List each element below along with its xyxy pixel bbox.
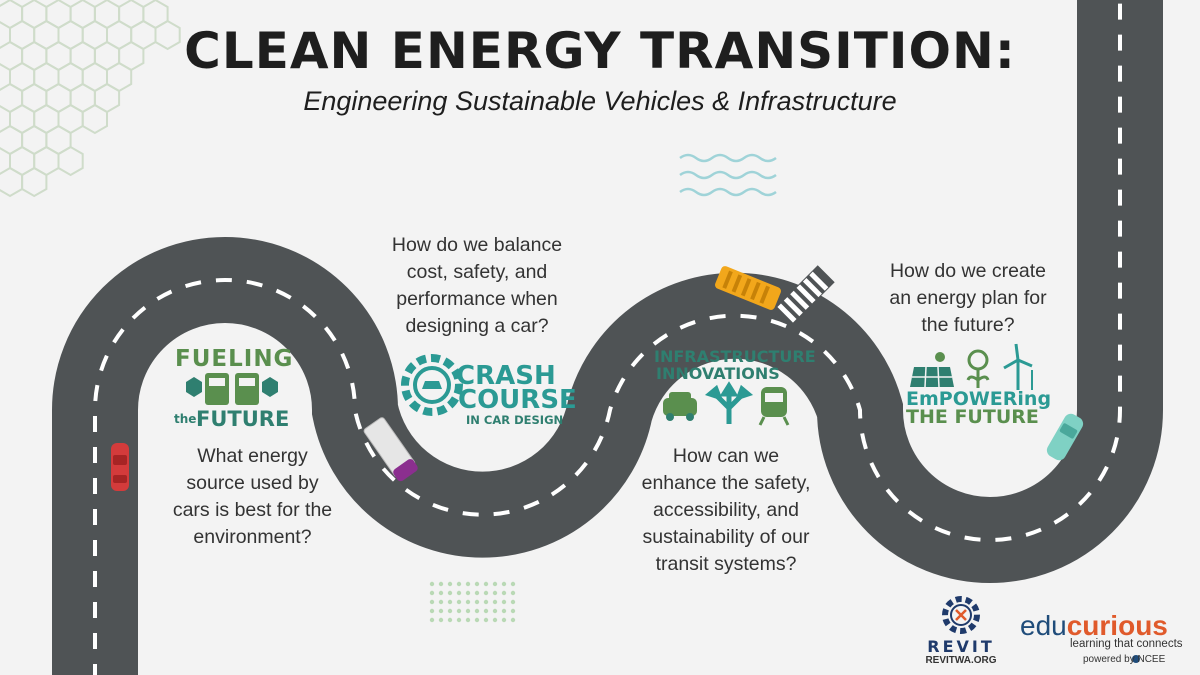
educurious-logo: educurious <box>1020 610 1168 642</box>
hexagon-pattern-icon <box>0 0 181 198</box>
dot-grid-decoration <box>429 581 516 623</box>
empower-logo-line2: THE FUTURE <box>906 406 1039 428</box>
question-energy-plan: How do we create an energy plan for the … <box>889 260 1047 336</box>
car-icon <box>663 392 697 421</box>
ncee-icon <box>1132 655 1140 663</box>
fuel-pump-icon <box>186 373 278 405</box>
infra-logo-line2: INNOVATIONS <box>656 364 780 383</box>
crash-logo-line2: COURSE <box>458 385 577 415</box>
empower-logo-line1: EmPOWERing <box>906 388 1052 410</box>
revit-gear-icon <box>942 596 980 634</box>
o-glyph: o <box>1118 610 1136 641</box>
page-subtitle: Engineering Sustainable Vehicles & Infra… <box>303 86 897 116</box>
educurious-powered-by: powered by NCEE <box>1083 654 1166 665</box>
us-part: us <box>1135 610 1168 641</box>
winding-road <box>51 0 1163 675</box>
crash-logo-line3: IN CAR DESIGN <box>466 413 564 427</box>
curi-part: curi <box>1066 610 1119 641</box>
lightbulb-plant-icon <box>966 349 990 388</box>
revit-url: REVITWA.ORG <box>925 655 997 666</box>
question-energy-source: What energy source used by cars is best … <box>172 445 333 548</box>
wave-decoration-icon <box>679 153 777 197</box>
fueling-logo-line1: FUELING <box>175 346 294 372</box>
train-icon <box>758 387 790 426</box>
edu-part: edu <box>1020 610 1067 641</box>
school-bus <box>715 266 781 310</box>
gear-icon <box>401 354 463 416</box>
wind-turbine-icon <box>1003 343 1033 390</box>
crosswalk <box>775 265 835 325</box>
question-car-design: How do we balance cost, safety, and perf… <box>391 234 563 337</box>
teal-car <box>1046 413 1084 461</box>
page-title: CLEAN ENERGY TRANSITION: <box>184 22 1016 80</box>
fueling-logo-future: FUTURE <box>196 407 290 431</box>
white-van <box>363 417 418 482</box>
crash-logo-line1: CRASH <box>456 361 556 391</box>
educurious-tagline: learning that connects <box>1070 638 1183 650</box>
fueling-logo-the: the <box>174 412 197 426</box>
revit-logo-text: REVIT <box>927 637 995 656</box>
red-car <box>111 443 129 491</box>
question-transit: How can we enhance the safety, accessibi… <box>641 445 811 575</box>
infra-logo-line1: INFRASTRUCTURE <box>654 347 816 366</box>
split-arrows-icon <box>704 381 754 424</box>
solar-panel-icon <box>910 352 954 388</box>
